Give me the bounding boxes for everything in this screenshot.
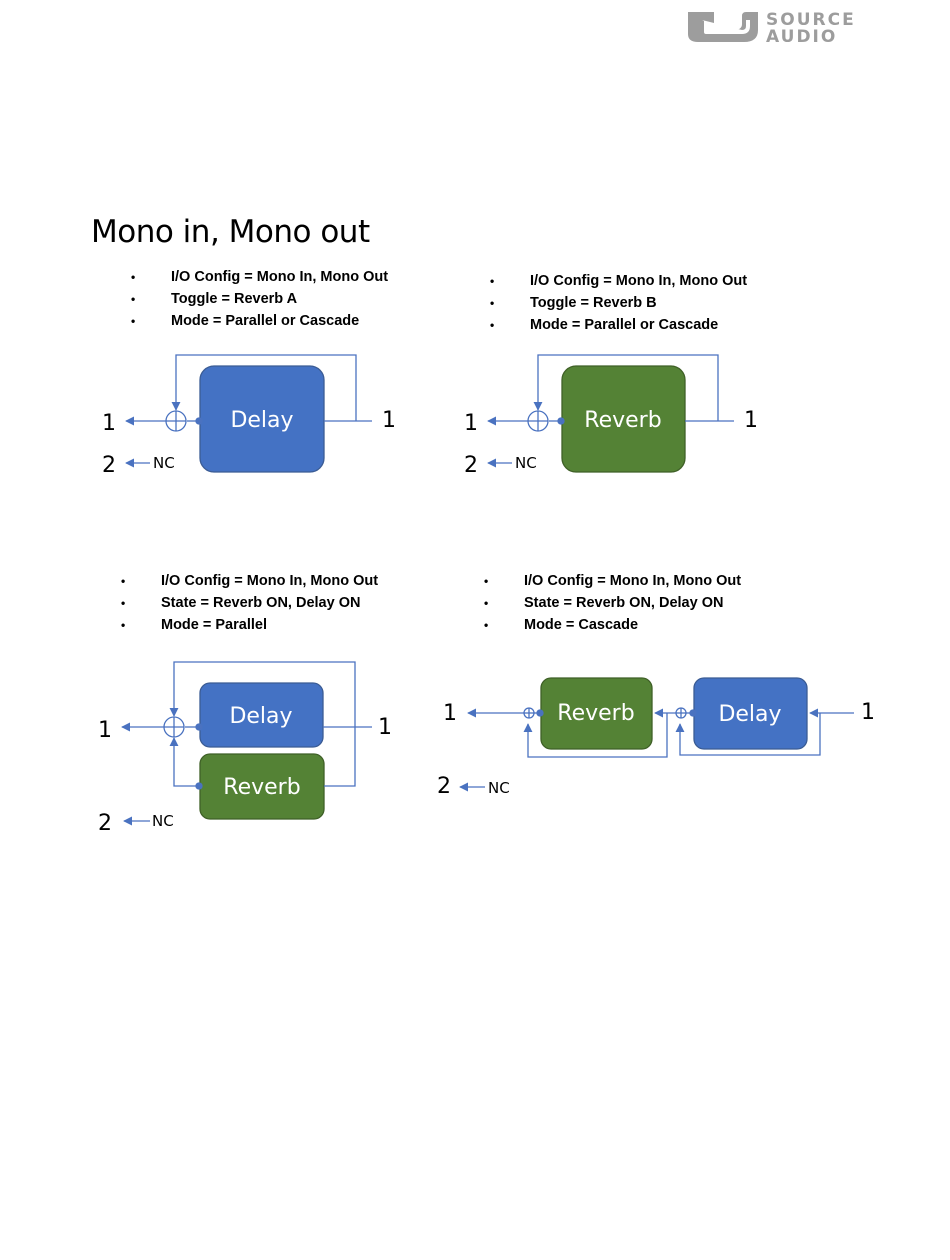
- nc-label: NC: [153, 454, 175, 472]
- logo-text-audio: AUDIO: [766, 27, 837, 44]
- block-label-reverb: Reverb: [584, 408, 661, 433]
- panel-2-bullet: Mode = Parallel or Cascade: [490, 314, 747, 336]
- logo-text-source: SOURCE: [766, 10, 856, 30]
- block-label-reverb: Reverb: [223, 775, 300, 800]
- nc-label: NC: [152, 812, 174, 830]
- output-1-label: 1: [98, 718, 112, 743]
- input-label: 1: [744, 408, 758, 433]
- nc-label: NC: [488, 779, 510, 797]
- panel-3-bullet: I/O Config = Mono In, Mono Out: [121, 570, 378, 592]
- input-label: 1: [382, 408, 396, 433]
- panel-3-bullet: State = Reverb ON, Delay ON: [121, 592, 378, 614]
- output-2-label: 2: [464, 453, 478, 478]
- feedback-wire: [169, 661, 356, 727]
- panel-1-bullet: Mode = Parallel or Cascade: [131, 310, 388, 332]
- panel-3-bullets: I/O Config = Mono In, Mono Out State = R…: [121, 570, 378, 636]
- junction-dot-icon: [195, 723, 203, 731]
- input-label: 1: [861, 700, 875, 725]
- parallel-input-wire: [324, 727, 356, 787]
- panel-2-bullets: I/O Config = Mono In, Mono Out Toggle = …: [490, 270, 747, 336]
- input-label: 1: [378, 715, 392, 740]
- panel-1-diagram: [125, 354, 372, 473]
- feedback-wire: [533, 354, 719, 421]
- junction-dot-icon: [536, 709, 544, 717]
- panel-4-bullet: Mode = Cascade: [484, 614, 741, 636]
- feedback-wire: [171, 354, 357, 421]
- panel-1-bullets: I/O Config = Mono In, Mono Out Toggle = …: [131, 266, 388, 332]
- page-title: Mono in, Mono out: [91, 214, 370, 250]
- panel-2-bullet: Toggle = Reverb B: [490, 292, 747, 314]
- output-2-label: 2: [437, 774, 451, 799]
- panel-4-bullets: I/O Config = Mono In, Mono Out State = R…: [484, 570, 741, 636]
- junction-dot-icon: [689, 709, 697, 717]
- source-audio-logo: SOURCE AUDIO: [688, 10, 856, 44]
- junction-dot-icon: [195, 782, 203, 790]
- panel-3-diagram: [121, 661, 372, 826]
- output-1-label: 1: [464, 411, 478, 436]
- delay-feedback-wire: [675, 713, 821, 756]
- block-label-delay: Delay: [229, 704, 292, 729]
- panel-4-diagram: [459, 677, 854, 792]
- reverb-return-wire: [169, 737, 200, 787]
- panel-1-bullet: I/O Config = Mono In, Mono Out: [131, 266, 388, 288]
- panel-3-bullet: Mode = Parallel: [121, 614, 378, 636]
- logo-mark-icon: [688, 12, 758, 42]
- delay-block: [199, 682, 324, 748]
- nc-label: NC: [515, 454, 537, 472]
- block-label-reverb: Reverb: [557, 701, 634, 726]
- panel-4-bullet: State = Reverb ON, Delay ON: [484, 592, 741, 614]
- block-label-delay: Delay: [718, 702, 781, 727]
- junction-dot-icon: [195, 417, 203, 425]
- output-1-label: 1: [102, 411, 116, 436]
- output-2-label: 2: [98, 811, 112, 836]
- reverb-feedback-wire: [523, 713, 668, 758]
- panel-2-bullet: I/O Config = Mono In, Mono Out: [490, 270, 747, 292]
- panel-1-bullet: Toggle = Reverb A: [131, 288, 388, 310]
- output-2-label: 2: [102, 453, 116, 478]
- output-1-label: 1: [443, 701, 457, 726]
- panel-2-diagram: [487, 354, 734, 473]
- panel-4-bullet: I/O Config = Mono In, Mono Out: [484, 570, 741, 592]
- junction-dot-icon: [557, 417, 565, 425]
- block-label-delay: Delay: [230, 408, 293, 433]
